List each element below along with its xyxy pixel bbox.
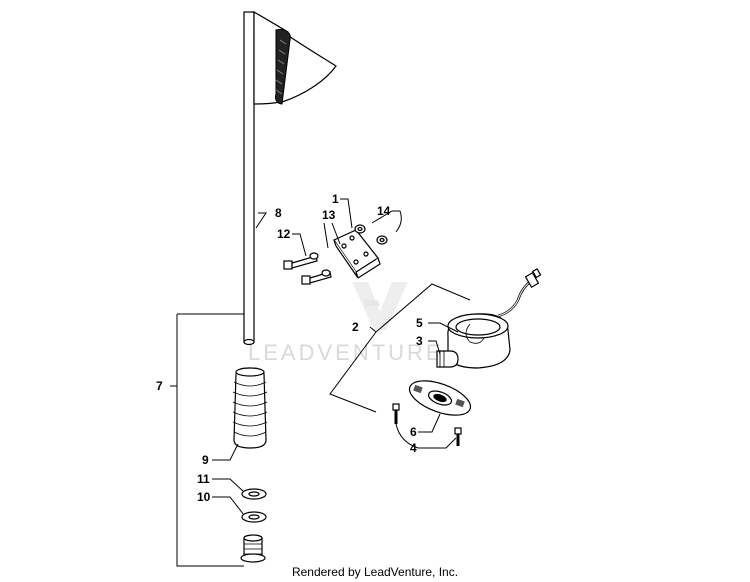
base-fitting (240, 534, 266, 563)
screw-12 (283, 255, 318, 270)
callout-11: 11 (197, 472, 210, 486)
screw-lower (301, 269, 332, 285)
light-housing (447, 313, 511, 369)
washer-11 (241, 488, 267, 500)
callout-8: 8 (275, 206, 282, 220)
lens-plate (408, 380, 472, 416)
callout-labels: 1 2 3 4 5 6 7 8 9 10 11 12 13 14 (156, 192, 423, 504)
wire-connector (497, 268, 542, 318)
callout-3: 3 (416, 334, 423, 348)
mount-bracket (333, 229, 381, 279)
callout-5: 5 (416, 316, 423, 330)
screw-4b (454, 427, 462, 446)
callout-1: 1 (332, 192, 339, 206)
callout-7: 7 (156, 379, 163, 393)
callout-14: 14 (377, 204, 391, 218)
washer-13 (309, 252, 319, 260)
callout-12: 12 (277, 227, 291, 241)
watermark: LEADVENTURE (248, 282, 444, 365)
washer-14a (354, 224, 366, 234)
callout-4: 4 (410, 441, 417, 455)
bulb (436, 350, 459, 368)
footer-credit: Rendered by LeadVenture, Inc. (291, 565, 459, 579)
callout-9: 9 (202, 453, 209, 467)
bellows-spring (232, 367, 268, 449)
callout-10: 10 (197, 490, 211, 504)
callout-2: 2 (352, 320, 359, 334)
leader-lines (170, 198, 471, 567)
flag-pole (243, 11, 255, 346)
screw-4a (392, 403, 400, 424)
flag (253, 10, 337, 105)
watermark-text: LEADVENTURE (248, 340, 444, 365)
callout-13: 13 (322, 208, 336, 222)
washer-10 (241, 511, 267, 523)
washer-14b (376, 235, 388, 245)
callout-6: 6 (410, 425, 417, 439)
